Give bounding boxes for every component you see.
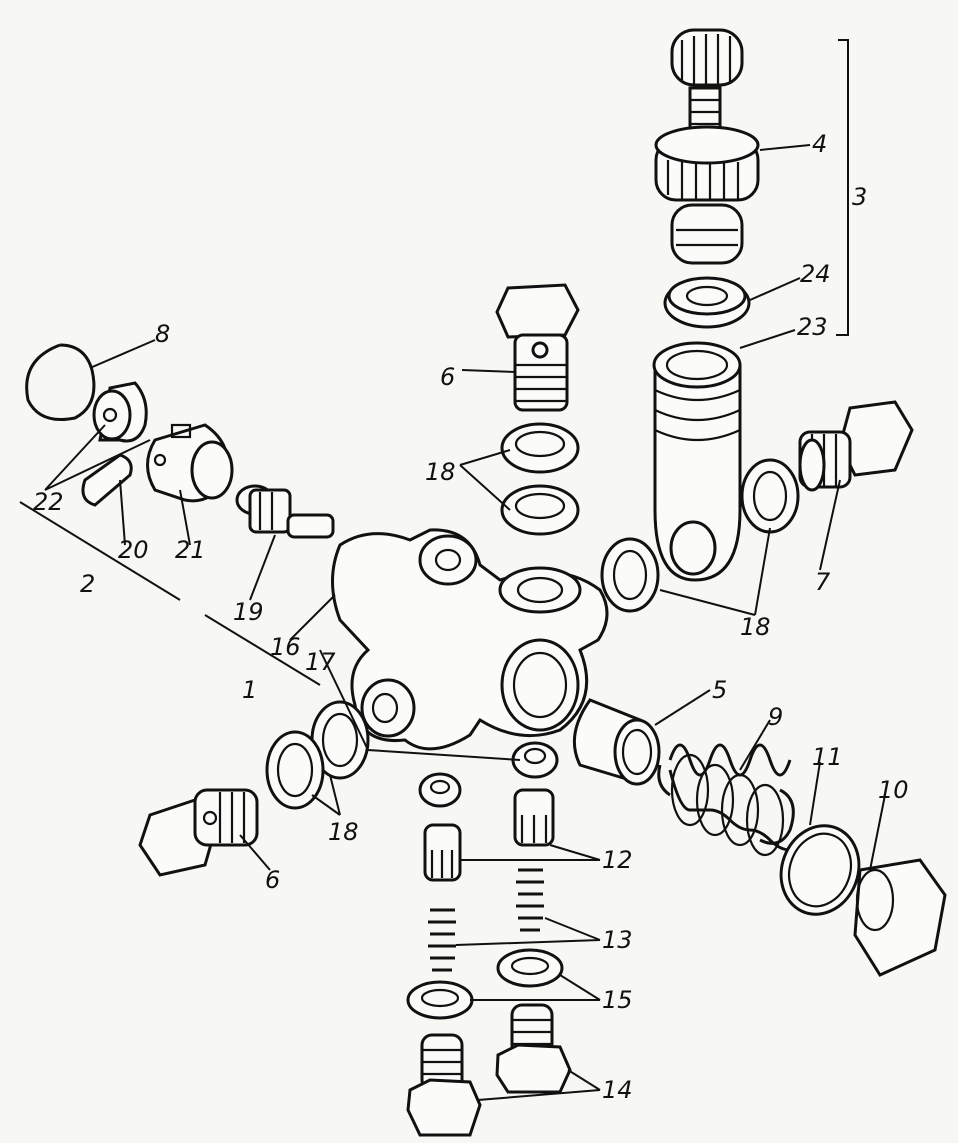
plug-part-14 xyxy=(406,1003,572,1137)
gasket-part-11 xyxy=(779,824,861,916)
spring-part-9 xyxy=(657,743,795,857)
bolt-part-7 xyxy=(798,400,914,492)
label-6-bottom: 6 xyxy=(265,866,280,894)
label-7: 7 xyxy=(815,568,831,596)
washer-18-right-a xyxy=(740,458,800,534)
label-4: 4 xyxy=(812,130,827,158)
plug-part-10 xyxy=(853,858,947,977)
label-23: 23 xyxy=(797,313,828,341)
spring-part-13 xyxy=(428,868,544,972)
label-20: 20 xyxy=(118,536,149,564)
group-line-1 xyxy=(204,614,321,686)
nut-part-4 xyxy=(654,125,760,265)
label-19: 19 xyxy=(233,598,264,626)
circlip-part-8 xyxy=(25,343,96,421)
label-22: 22 xyxy=(33,488,64,516)
label-3: 3 xyxy=(852,183,867,211)
pin-part-20 xyxy=(81,453,133,507)
banjo-bolt-6-top xyxy=(495,283,580,412)
assembly-bracket-3 xyxy=(836,39,849,336)
group-line-2 xyxy=(19,501,181,601)
label-18-left: 18 xyxy=(328,818,359,846)
washer-18-left-b xyxy=(265,730,325,810)
label-1: 1 xyxy=(242,676,257,704)
label-5: 5 xyxy=(712,676,727,704)
label-16: 16 xyxy=(270,633,301,661)
label-6-top: 6 xyxy=(440,363,455,391)
sleeve-part-21 xyxy=(146,423,234,503)
label-11: 11 xyxy=(812,743,843,771)
valve-part-12 xyxy=(423,788,555,882)
label-13: 13 xyxy=(602,926,633,954)
leader-lines xyxy=(44,144,886,1101)
banjo-bolt-6-bottom xyxy=(138,788,259,877)
label-12: 12 xyxy=(602,846,633,874)
label-15: 15 xyxy=(602,986,633,1014)
washer-part-24 xyxy=(663,276,751,329)
sleeve-part-5 xyxy=(572,698,661,786)
label-21: 21 xyxy=(175,536,206,564)
label-17: 17 xyxy=(305,648,336,676)
label-18-right: 18 xyxy=(740,613,771,641)
bushing-part-22 xyxy=(92,381,148,443)
label-24: 24 xyxy=(800,260,831,288)
label-14: 14 xyxy=(602,1076,633,1104)
label-8: 8 xyxy=(155,320,170,348)
valve-seats xyxy=(418,741,559,808)
label-9: 9 xyxy=(768,703,783,731)
pump-body-16 xyxy=(331,528,609,751)
valve-part-19 xyxy=(235,484,335,539)
washer-18-right-b xyxy=(600,537,660,613)
label-2: 2 xyxy=(80,570,95,598)
banjo-fitting-23 xyxy=(652,341,742,582)
label-18-top: 18 xyxy=(425,458,456,486)
label-10: 10 xyxy=(878,776,909,804)
